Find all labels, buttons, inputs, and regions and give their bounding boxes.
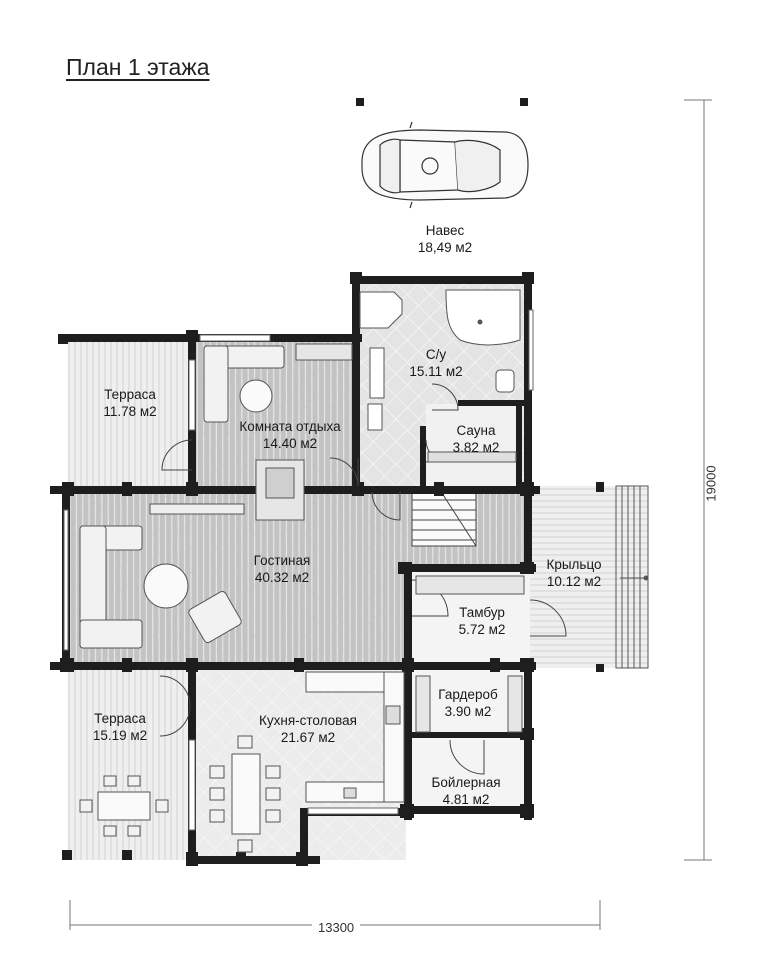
room-area: 3.82 м2 (452, 440, 500, 455)
room-area: 10.12 м2 (546, 574, 602, 589)
room-label-boiler: Бойлерная 4.81 м2 (431, 774, 500, 808)
room-label-tambour: Тамбур 5.72 м2 (459, 604, 506, 638)
dimension-height: 19000 (703, 465, 719, 502)
room-name: Бойлерная (431, 775, 501, 790)
porch-steps (615, 485, 649, 669)
room-label-sauna: Сауна 3.82 м2 (453, 422, 500, 456)
carport-posts (356, 98, 528, 106)
door-swings (159, 383, 567, 775)
room-area: 21.67 м2 (280, 730, 336, 745)
room-area: 15.19 м2 (92, 728, 148, 743)
room-label-terrace-upper: Терраса 11.78 м2 (103, 386, 156, 420)
room-label-porch: Крыльцо 10.12 м2 (546, 556, 601, 590)
room-name: Крыльцо (546, 557, 602, 572)
room-label-bathroom: С/у 15.11 м2 (409, 346, 462, 380)
room-area: 4.81 м2 (442, 792, 490, 807)
room-area: 3.90 м2 (444, 704, 492, 719)
room-name: Сауна (456, 423, 496, 438)
furniture (79, 289, 525, 853)
room-area: 5.72 м2 (458, 622, 506, 637)
windows (63, 309, 534, 831)
car-icon (361, 121, 529, 209)
page-title: План 1 этажа (66, 54, 210, 80)
room-label-living: Гостиная 40.32 м2 (254, 552, 311, 586)
room-name: Гардероб (438, 687, 498, 702)
room-name: Кухня-столовая (259, 713, 357, 728)
room-label-carport: Навес 18,49 м2 (418, 222, 472, 256)
room-label-recreation: Комната отдыха 14.40 м2 (239, 418, 340, 452)
room-name: Терраса (104, 387, 156, 402)
room-name: Терраса (94, 711, 146, 726)
room-label-closet: Гардероб 3.90 м2 (438, 686, 497, 720)
room-name: Навес (425, 223, 465, 238)
room-area: 18,49 м2 (417, 240, 473, 255)
room-name: Тамбур (459, 605, 505, 620)
room-label-kitchen: Кухня-столовая 21.67 м2 (259, 712, 357, 746)
stairs (411, 489, 477, 547)
room-name: Комната отдыха (239, 419, 341, 434)
room-area: 15.11 м2 (409, 364, 463, 379)
room-area: 40.32 м2 (254, 570, 310, 585)
room-name: Гостиная (253, 553, 311, 568)
room-label-terrace-lower: Терраса 15.19 м2 (93, 710, 147, 744)
dimension-width: 13300 (312, 920, 361, 935)
room-name: С/у (425, 347, 447, 362)
room-area: 14.40 м2 (262, 436, 318, 451)
room-area: 11.78 м2 (103, 404, 157, 419)
